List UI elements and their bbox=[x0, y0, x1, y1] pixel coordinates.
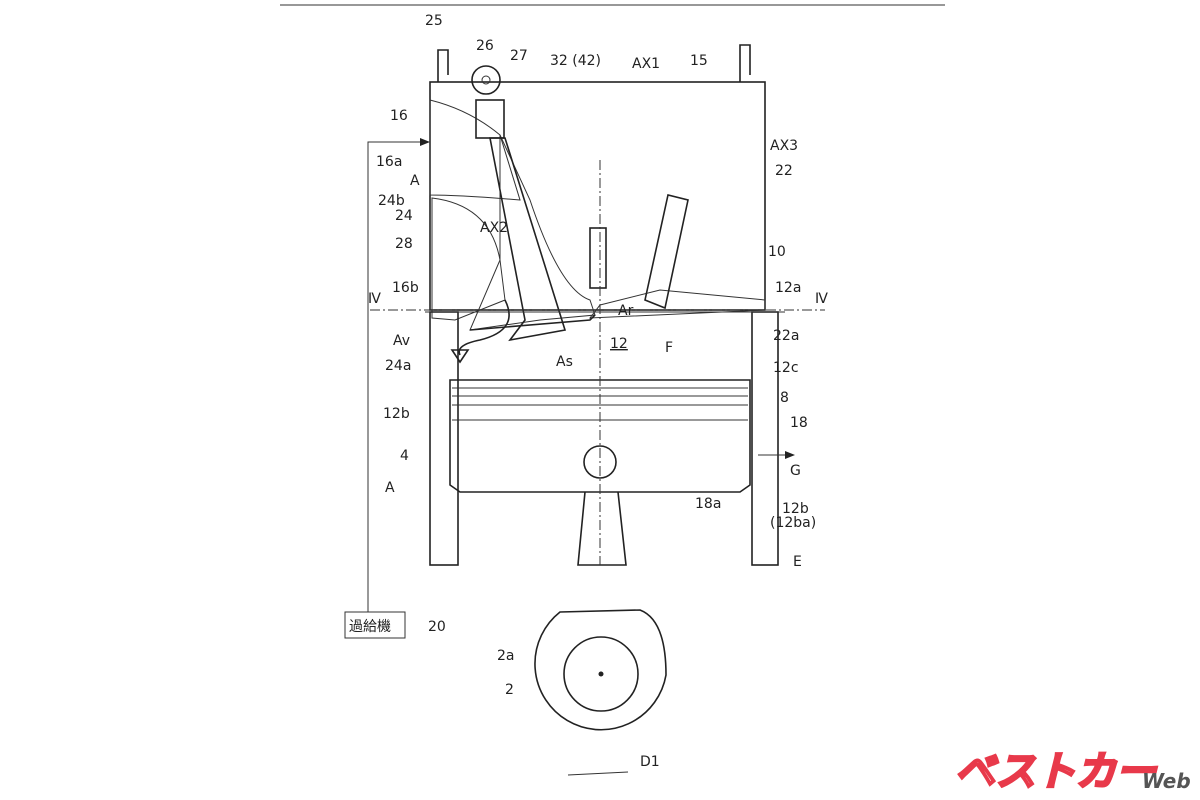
label-12c: 12c bbox=[773, 360, 799, 376]
label-25: 25 bbox=[425, 13, 443, 29]
label-16a: 16a bbox=[376, 154, 402, 170]
label-16b: 16b bbox=[392, 280, 419, 296]
label-ax1: AX1 bbox=[632, 56, 660, 72]
label-iv-left: Ⅳ bbox=[368, 291, 381, 307]
intake-valve bbox=[450, 65, 689, 364]
label-28: 28 bbox=[395, 236, 413, 252]
label-4: 4 bbox=[400, 448, 409, 464]
label-16: 16 bbox=[390, 108, 408, 124]
label-d1: D1 bbox=[640, 754, 660, 770]
label-a-lower: A bbox=[385, 480, 395, 496]
label-24a: 24a bbox=[385, 358, 411, 374]
label-2a: 2a bbox=[497, 648, 515, 664]
label-10: 10 bbox=[768, 244, 786, 260]
label-18a: 18a bbox=[695, 496, 721, 512]
reference-labels: 25 26 27 32 (42) AX1 15 16 16a A 24b 24 … bbox=[368, 13, 828, 770]
label-ax2: AX2 bbox=[480, 220, 508, 236]
intake-air-line bbox=[367, 141, 428, 612]
label-12a: 12a bbox=[775, 280, 801, 296]
label-av: Av bbox=[393, 333, 410, 349]
label-20: 20 bbox=[428, 619, 446, 635]
label-22a: 22a bbox=[773, 328, 799, 344]
cylinder-block bbox=[425, 311, 785, 566]
label-ar: Ar bbox=[618, 303, 634, 319]
label-g: G bbox=[790, 463, 801, 479]
crankshaft bbox=[534, 609, 667, 776]
logo-main: ベストカー bbox=[955, 749, 1158, 795]
cylinder-head bbox=[429, 44, 766, 331]
label-2: 2 bbox=[505, 682, 514, 698]
bestcar-web-logo: ベストカー Web bbox=[954, 748, 1191, 797]
logo-suffix: Web bbox=[1142, 769, 1191, 793]
supercharger-label: 過給機 bbox=[349, 619, 391, 635]
label-24b: 24b bbox=[378, 193, 405, 209]
label-f: F bbox=[665, 340, 673, 356]
supercharger-box bbox=[344, 611, 406, 639]
label-e: E bbox=[793, 554, 802, 570]
label-32-42: 32 (42) bbox=[550, 53, 601, 69]
label-18: 18 bbox=[790, 415, 808, 431]
label-iv-right: Ⅳ bbox=[815, 291, 828, 307]
label-8: 8 bbox=[780, 390, 789, 406]
label-22: 22 bbox=[775, 163, 793, 179]
label-12ba: (12ba) bbox=[770, 515, 816, 531]
label-ax3: AX3 bbox=[770, 138, 798, 154]
label-24: 24 bbox=[395, 208, 413, 224]
label-12b-left: 12b bbox=[383, 406, 410, 422]
label-15: 15 bbox=[690, 53, 708, 69]
label-12: 12 bbox=[610, 336, 628, 352]
label-27: 27 bbox=[510, 48, 528, 64]
label-as: As bbox=[556, 354, 573, 370]
label-26: 26 bbox=[476, 38, 494, 54]
label-12b-right: 12b bbox=[782, 501, 809, 517]
label-a: A bbox=[410, 173, 420, 189]
